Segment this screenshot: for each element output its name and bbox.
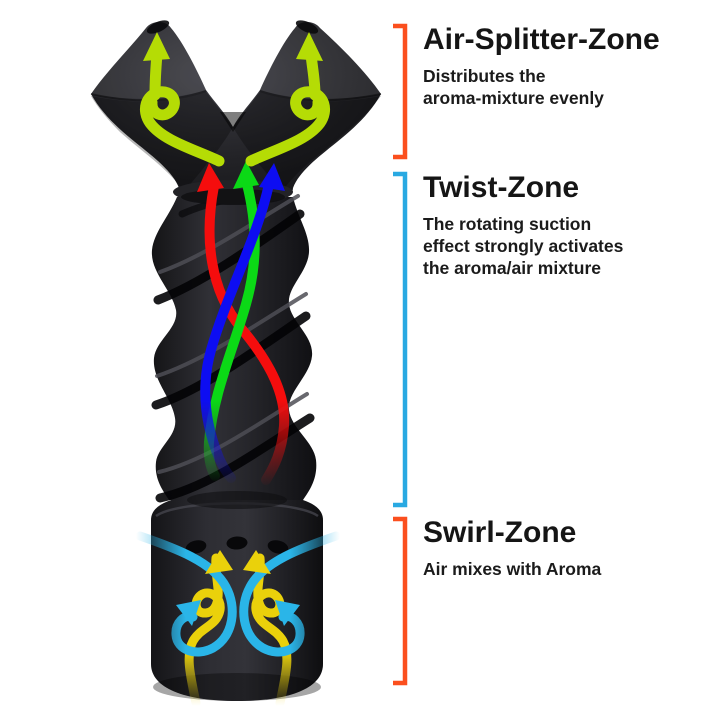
zone-title: Swirl-Zone <box>423 516 577 549</box>
zone-description: The rotating suction effect strongly act… <box>423 214 624 278</box>
base-cylinder <box>151 493 323 701</box>
twist-groove <box>153 209 305 305</box>
stream-red-arrowhead <box>197 163 224 192</box>
base-socket-shadow <box>187 491 287 509</box>
zone-description: Distributes the aroma-mixture evenly <box>423 66 604 108</box>
stream-split-left-arrowhead <box>143 32 170 61</box>
inlet-hole <box>226 536 248 550</box>
head-left-lower-facet <box>91 92 233 192</box>
bracket-shape <box>393 516 408 686</box>
twist-groove <box>155 413 315 503</box>
stream-red <box>204 181 290 485</box>
stream-air-left <box>135 531 237 657</box>
swirl-chamber-base <box>151 493 323 701</box>
air-inlet-holes <box>185 536 289 554</box>
stream-aroma-right <box>251 553 292 708</box>
zone-description: Air mixes with Aroma <box>423 559 602 579</box>
stream-air-right <box>239 531 341 657</box>
stream-blue <box>200 179 274 483</box>
zone-text-block: Air-Splitter-Zone Distributes the aroma-… <box>423 23 703 109</box>
left-apex-opening <box>146 20 170 34</box>
twist-highlight <box>157 392 309 474</box>
head-notch-shadow <box>220 112 246 132</box>
stream-air-left-arrowhead <box>176 600 201 626</box>
zone-title: Air-Splitter-Zone <box>423 23 660 56</box>
stream-aroma-left-arrowhead <box>205 550 233 574</box>
swirl-streams <box>135 531 341 708</box>
stream-aroma-left <box>184 553 225 708</box>
stream-green-arrowhead <box>233 161 259 189</box>
stream-split-right-sweep <box>245 86 331 167</box>
inlet-hole <box>185 540 207 554</box>
air-splitter-head <box>90 20 382 199</box>
stream-aroma-right-arrowhead <box>243 550 271 574</box>
stream-split-left-sweep <box>139 86 225 167</box>
inlet-hole <box>267 540 289 554</box>
zone-bracket <box>393 23 408 160</box>
twist-highlight <box>158 194 300 274</box>
stream-split-right-arrowhead <box>296 32 323 61</box>
right-apex-opening <box>295 20 319 34</box>
stream-blue-arrowhead <box>259 163 285 191</box>
bracket-shape <box>393 23 408 160</box>
stream-air-right-arrowhead <box>275 600 300 626</box>
head-right-lower-facet <box>233 92 381 192</box>
twist-streams <box>197 161 290 485</box>
zone-text-block: Swirl-Zone Air mixes with Aroma <box>423 516 703 580</box>
zone-bracket <box>393 516 408 686</box>
zone-text-block: Twist-Zone The rotating suction effect s… <box>423 171 703 279</box>
base-bottom-shadow <box>153 673 321 701</box>
device-illustration <box>90 20 382 708</box>
splitter-streams <box>139 32 331 167</box>
bracket-shape <box>393 171 408 508</box>
zone-title: Twist-Zone <box>423 171 580 204</box>
zone-bracket <box>393 171 408 508</box>
